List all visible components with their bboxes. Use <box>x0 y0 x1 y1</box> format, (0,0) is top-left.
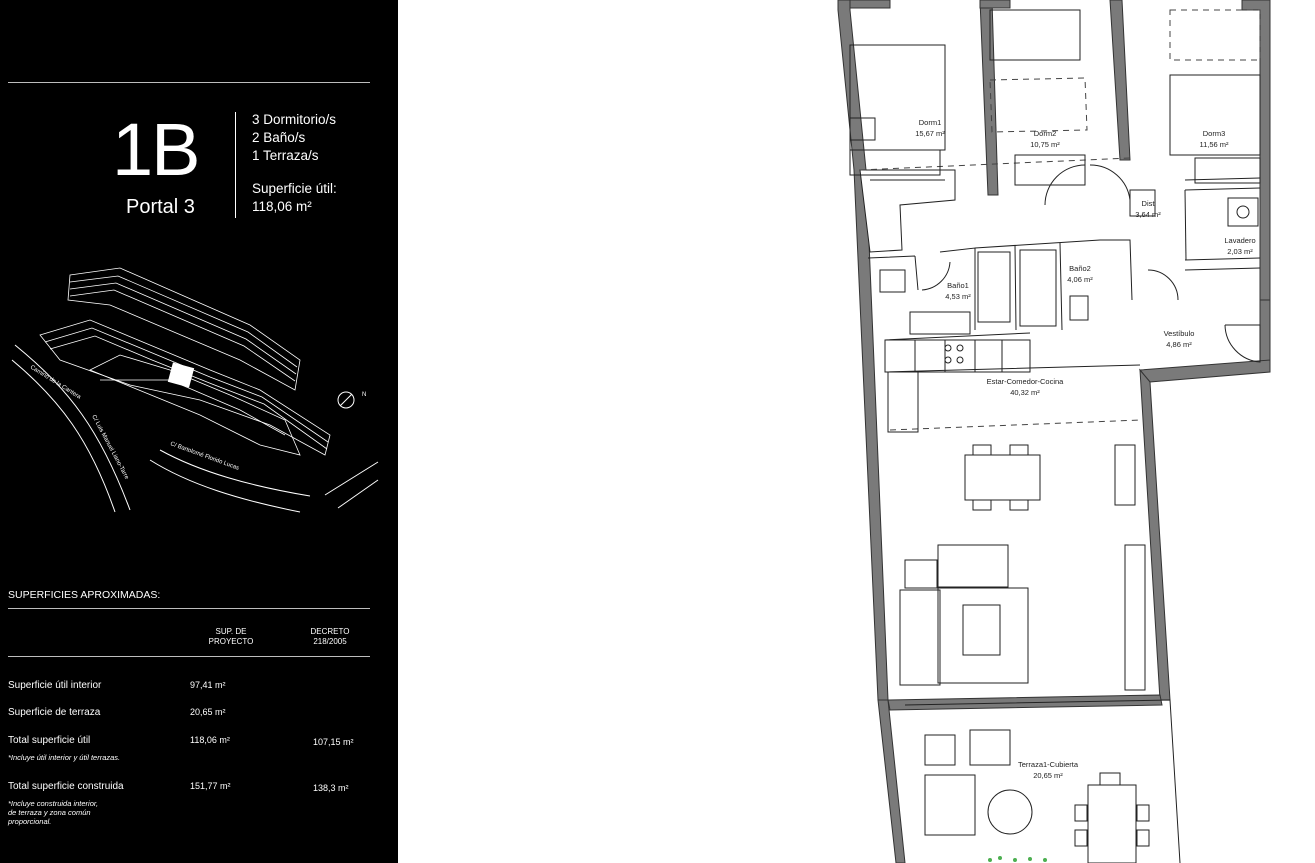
north-arrow-icon <box>337 391 355 409</box>
sofa-left <box>899 589 941 686</box>
row-value-terrace: 20,65 m² <box>190 707 226 717</box>
coffee-table <box>962 604 1001 656</box>
row-decree-total-built: 138,3 m² <box>313 783 349 793</box>
unit-highlight <box>167 362 195 388</box>
row-note-total-built-3: proporcional. <box>8 817 52 826</box>
dining-table <box>964 454 1041 501</box>
washing-machine <box>1227 197 1259 227</box>
room-name-dorm2: Dorm2 <box>1034 129 1057 138</box>
room-name-lavadero: Lavadero <box>1224 236 1255 245</box>
header-separator <box>235 112 236 218</box>
kitchen-island <box>887 371 919 433</box>
row-value-total-util: 118,06 m² <box>190 735 230 745</box>
row-value-total-built: 151,77 m² <box>190 781 231 791</box>
room-area-dorm2: 10,75 m² <box>1030 140 1060 149</box>
bed-dorm2 <box>989 9 1081 61</box>
room-area-lavadero: 2,03 m² <box>1227 247 1253 256</box>
terrace-dining <box>1087 784 1137 863</box>
row-note-total-util: *Incluye útil interior y útil terrazas. <box>8 753 121 762</box>
room-name-vestibulo: Vestíbulo <box>1164 329 1195 338</box>
door-dist <box>1089 164 1131 201</box>
col-project-header-l2: PROYECTO <box>208 637 254 646</box>
row-label-total-util: Total superficie útil <box>8 735 91 746</box>
row-label-terrace: Superficie de terraza <box>8 707 101 718</box>
north-label: N <box>362 392 366 398</box>
info-panel: 1B Portal 3 3 Dormitorio/s 2 Baño/s 1 Te… <box>0 0 398 863</box>
room-name-dorm1: Dorm1 <box>919 118 942 127</box>
unit-code: 1B <box>112 108 201 191</box>
col-project-header-l1: SUP. DE <box>215 627 247 636</box>
wall-terrace-west <box>877 699 906 863</box>
sofa-back <box>937 544 1009 588</box>
room-name-dist: Dist <box>1142 199 1156 208</box>
terrace-sofa <box>924 774 976 836</box>
site-map: N Camino de la Cantera C/ Luis Manuel Li… <box>11 267 379 513</box>
rug <box>937 587 1029 684</box>
bedrooms-count: 3 Dormitorio/s <box>252 112 337 127</box>
wall-stair <box>1138 359 1271 383</box>
surfaces-divider-header <box>8 656 370 657</box>
row-label-interior: Superficie útil interior <box>8 680 102 691</box>
wall-dorm2-dorm3 <box>1109 0 1131 161</box>
bathrooms-count: 2 Baño/s <box>252 130 306 145</box>
room-area-bano2: 4,06 m² <box>1067 275 1093 284</box>
row-label-total-built: Total superficie construida <box>8 781 124 792</box>
tv-unit <box>1124 544 1146 691</box>
room-name-bano1: Baño1 <box>947 281 969 290</box>
room-area-terraza: 20,65 m² <box>1033 771 1063 780</box>
col-project-header: SUP. DE PROYECTO <box>196 627 266 647</box>
portal-label: Portal 3 <box>126 196 195 218</box>
col-decree-header-l1: DECRETO <box>310 627 350 636</box>
room-area-dorm3: 11,56 m² <box>1199 140 1229 149</box>
floor-plan: Dorm1 15,67 m² Dorm2 10,75 m² Dorm3 11,5… <box>837 0 1271 863</box>
room-area-dist: 3,64 m² <box>1135 210 1161 219</box>
room-area-dorm1: 15,67 m² <box>915 129 945 138</box>
road-bartolome <box>149 459 301 513</box>
useful-area-label: Superficie útil: <box>252 181 337 196</box>
room-area-bano1: 4,53 m² <box>945 292 971 301</box>
room-name-bano2: Baño2 <box>1069 264 1091 273</box>
useful-area-value: 118,06 m² <box>252 199 312 214</box>
room-area-estar: 40,32 m² <box>1010 388 1040 397</box>
col-decree-header: DECRETO 218/2005 <box>300 627 360 647</box>
bathtub-bano2 <box>1019 249 1057 327</box>
row-decree-total-util: 107,15 m² <box>313 737 354 747</box>
top-divider <box>8 82 370 83</box>
surfaces-divider-top <box>8 608 370 609</box>
street-label-2: C/ Luis Manuel Liano-Tarre <box>90 414 129 481</box>
wall-dorm1-dorm2 <box>979 0 999 196</box>
kitchen-counter <box>884 339 1031 373</box>
room-name-dorm3: Dorm3 <box>1203 129 1226 138</box>
room-name-terraza: Terraza1-Cubierta <box>1018 760 1079 769</box>
col-decree-header-l2: 218/2005 <box>313 637 347 646</box>
bed-dorm3 <box>1169 74 1261 156</box>
shower-bano1 <box>977 251 1011 323</box>
terrace-table <box>987 789 1033 835</box>
row-note-total-built-2: de terraza y zona común <box>8 808 91 817</box>
row-value-interior: 97,41 m² <box>190 680 226 690</box>
surfaces-title: SUPERFICIES APROXIMADAS: <box>8 589 161 601</box>
sink-bano1 <box>909 311 971 335</box>
room-area-vestibulo: 4,86 m² <box>1166 340 1192 349</box>
room-name-estar: Estar-Comedor-Cocina <box>987 377 1065 386</box>
row-note-total-built-1: *Incluye construida interior, <box>8 799 99 808</box>
street-label-3: C/ Bartolomé Florido Lucas <box>169 441 239 472</box>
door-entrance <box>1224 324 1261 363</box>
terraces-count: 1 Terraza/s <box>252 148 319 163</box>
wall-west <box>837 0 889 701</box>
road-camino-cantera <box>14 344 131 511</box>
